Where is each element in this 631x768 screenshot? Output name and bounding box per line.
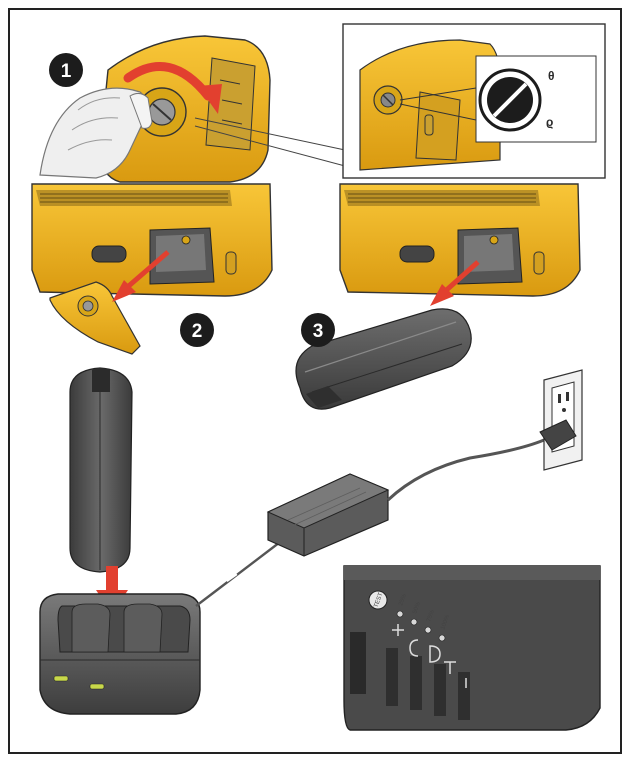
clock-terminal-icon (409, 639, 419, 657)
level-label-25: 25% (398, 593, 408, 607)
step-number: 2 (192, 321, 203, 342)
step-badge-1: 1 (49, 53, 83, 87)
charging-cradle (39, 593, 201, 715)
wall-outlet (543, 369, 583, 471)
test-button-label: TEST (373, 592, 384, 609)
insert-battery-arrow-head (430, 284, 454, 306)
plus-terminal-icon (392, 624, 404, 636)
lock-open-symbol: ϱ (546, 115, 553, 129)
adapter-cable (386, 438, 545, 502)
step-badge-3: 3 (301, 313, 335, 347)
level-label-50: 50% (412, 601, 422, 615)
latch-knob-icon (478, 68, 542, 132)
temp-terminal-icon (444, 661, 456, 674)
lock-closed-symbol: θ (548, 69, 555, 83)
level-label-75: 75% (426, 609, 436, 623)
step-badge-2: 2 (180, 313, 214, 347)
data-terminal-icon (429, 645, 441, 663)
battery-indicator-closeup: TEST 25% 50% 75% 100% (343, 565, 601, 731)
step3-device (339, 183, 581, 297)
battery-pack-horizontal (295, 308, 472, 410)
insert-battery-arrow (440, 260, 480, 296)
remove-door-arrow (122, 250, 170, 292)
callout-line (194, 117, 346, 151)
rotate-arrow-head (198, 84, 222, 114)
callout-line (194, 125, 346, 167)
insert-into-charger-arrow (106, 566, 118, 592)
wall-plug (539, 419, 577, 451)
step-number: 1 (61, 61, 72, 82)
step-number: 3 (313, 321, 324, 342)
step2-device (31, 183, 273, 297)
level-label-100: 100% (440, 614, 451, 631)
latch-callout-box (342, 23, 606, 179)
power-adapter (266, 473, 390, 557)
battery-pack-vertical (69, 367, 133, 573)
charger-cable-to-cradle (195, 535, 289, 607)
battery-door (49, 281, 141, 355)
hand-illustration (39, 87, 153, 179)
remove-door-arrow-head (112, 280, 136, 302)
